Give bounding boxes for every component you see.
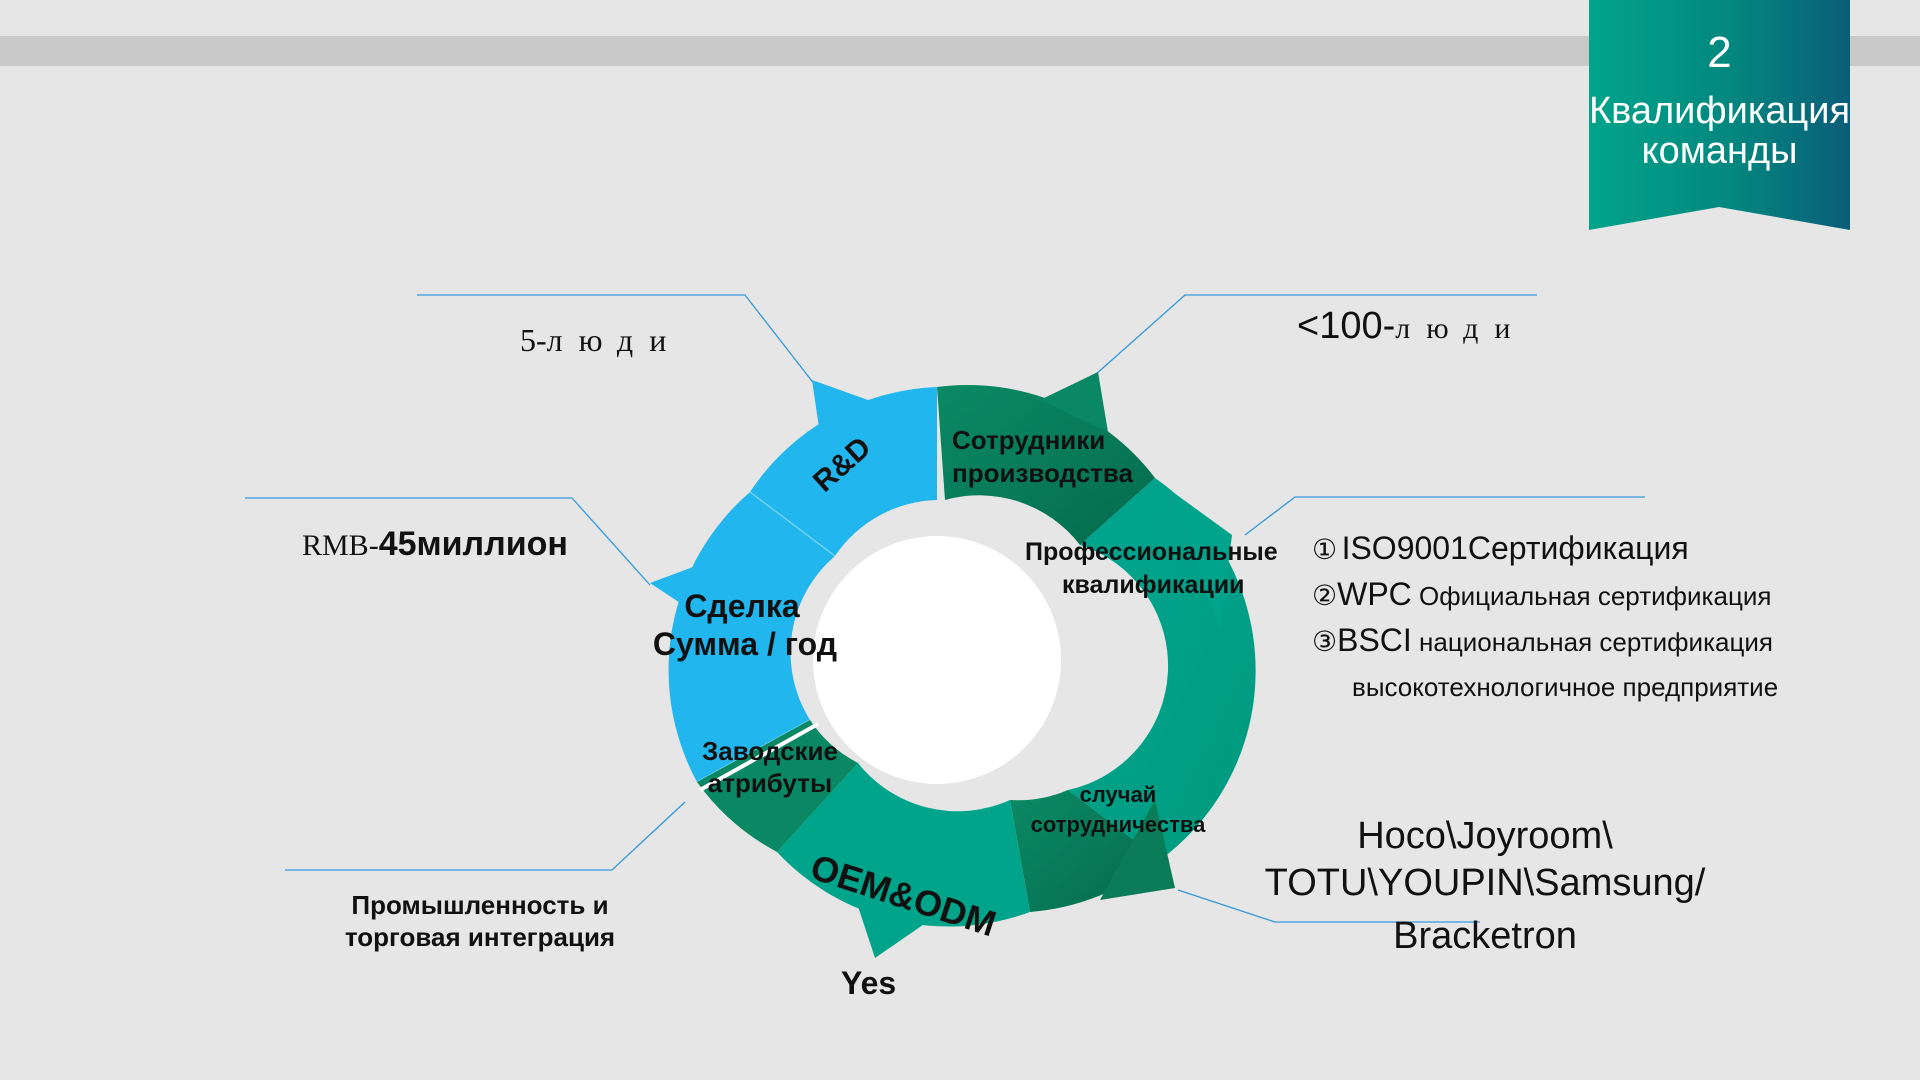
rd-people-count: 5- — [520, 322, 547, 358]
segment-deal-label-line1: Сделка — [684, 588, 800, 624]
brand-line-1: Hoco\Joyroom\ — [1357, 815, 1613, 857]
callout-oem-answer: Yes — [841, 965, 897, 1001]
segment-production-label-line2: производства — [952, 458, 1134, 488]
segment-production — [937, 384, 1155, 545]
leader-amount — [245, 497, 651, 586]
cert-item-3: ③BSCI национальная сертификация — [1312, 622, 1773, 659]
segment-cases-label-line1: случай — [1079, 782, 1157, 807]
segment-factory-label-line1: Заводские — [701, 736, 838, 766]
segment-cases-label-line2: сотрудничества — [1030, 812, 1206, 837]
title-banner — [1589, 0, 1850, 230]
callout-rd-people: 5-люди — [520, 322, 682, 359]
production-people-unit: люди — [1395, 312, 1527, 345]
cycle-ring — [650, 372, 1256, 958]
segment-qualifications-label-line2: квалификации — [1062, 571, 1245, 599]
segment-rd — [750, 387, 937, 556]
banner-number: 2 — [1707, 28, 1732, 77]
amount-value: 45миллион — [378, 525, 568, 563]
cert-item-1: ① ISO9001Сертификация — [1312, 530, 1689, 567]
cert-marker-2: ② — [1312, 580, 1338, 611]
cert-rest-3: национальная сертификация — [1411, 627, 1773, 657]
segment-cases-arrowhead — [1100, 800, 1175, 900]
leader-qualifications — [1244, 496, 1645, 536]
leader-factory — [285, 801, 686, 871]
segment-qualifications-arrowhead — [1170, 490, 1232, 630]
rd-people-unit: люди — [546, 322, 683, 358]
segment-oem-dark — [697, 720, 858, 852]
callout-production-people: <100-люди — [1297, 305, 1526, 348]
cert-extra: высокотехнологичное предприятие — [1352, 672, 1779, 702]
brand-line-2: TOTU\YOUPIN\Samsung/ — [1264, 862, 1706, 904]
segment-deal-arrowhead — [650, 542, 760, 628]
ring-center — [813, 536, 1061, 784]
cert-main-2: WPC — [1337, 576, 1412, 612]
callout-factory-line2: торговая интеграция — [344, 922, 616, 952]
banner-title-line1: Квалификация — [1588, 90, 1851, 132]
callout-factory-line1: Промышленность и — [351, 890, 609, 920]
segment-oem — [777, 763, 1030, 927]
leader-production — [1094, 294, 1537, 376]
cert-item-2: ②WPC Официальная сертификация — [1312, 576, 1771, 613]
brand-line-3: Bracketron — [1393, 915, 1577, 957]
cert-rest-2: Официальная сертификация — [1411, 581, 1772, 611]
callout-amount: RMB-45миллион — [302, 525, 568, 564]
segment-production-label-line1: Сотрудники — [952, 425, 1106, 455]
cert-main-3: BSCI — [1337, 622, 1412, 658]
leader-cases — [1177, 889, 1480, 923]
cert-marker-1: ① — [1312, 534, 1338, 565]
leader-rd — [417, 294, 816, 386]
segment-oem-arrowhead — [850, 882, 930, 958]
segment-deal-label-line2: Сумма / год — [652, 626, 838, 662]
production-people-count: <100- — [1297, 305, 1396, 347]
segment-factory-label-line2: атрибуты — [707, 768, 833, 798]
banner-title-line2: команды — [1641, 130, 1798, 172]
segment-rd-arrowhead — [812, 380, 868, 448]
segment-qualifications-label-line1: Профессиональные — [1025, 538, 1278, 566]
cert-main-1: ISO9001Сертификация — [1341, 530, 1689, 566]
amount-prefix: RMB- — [302, 529, 379, 562]
leader-lines — [245, 294, 1645, 923]
segment-production-arrowhead — [1040, 372, 1108, 432]
cert-marker-3: ③ — [1312, 626, 1338, 657]
